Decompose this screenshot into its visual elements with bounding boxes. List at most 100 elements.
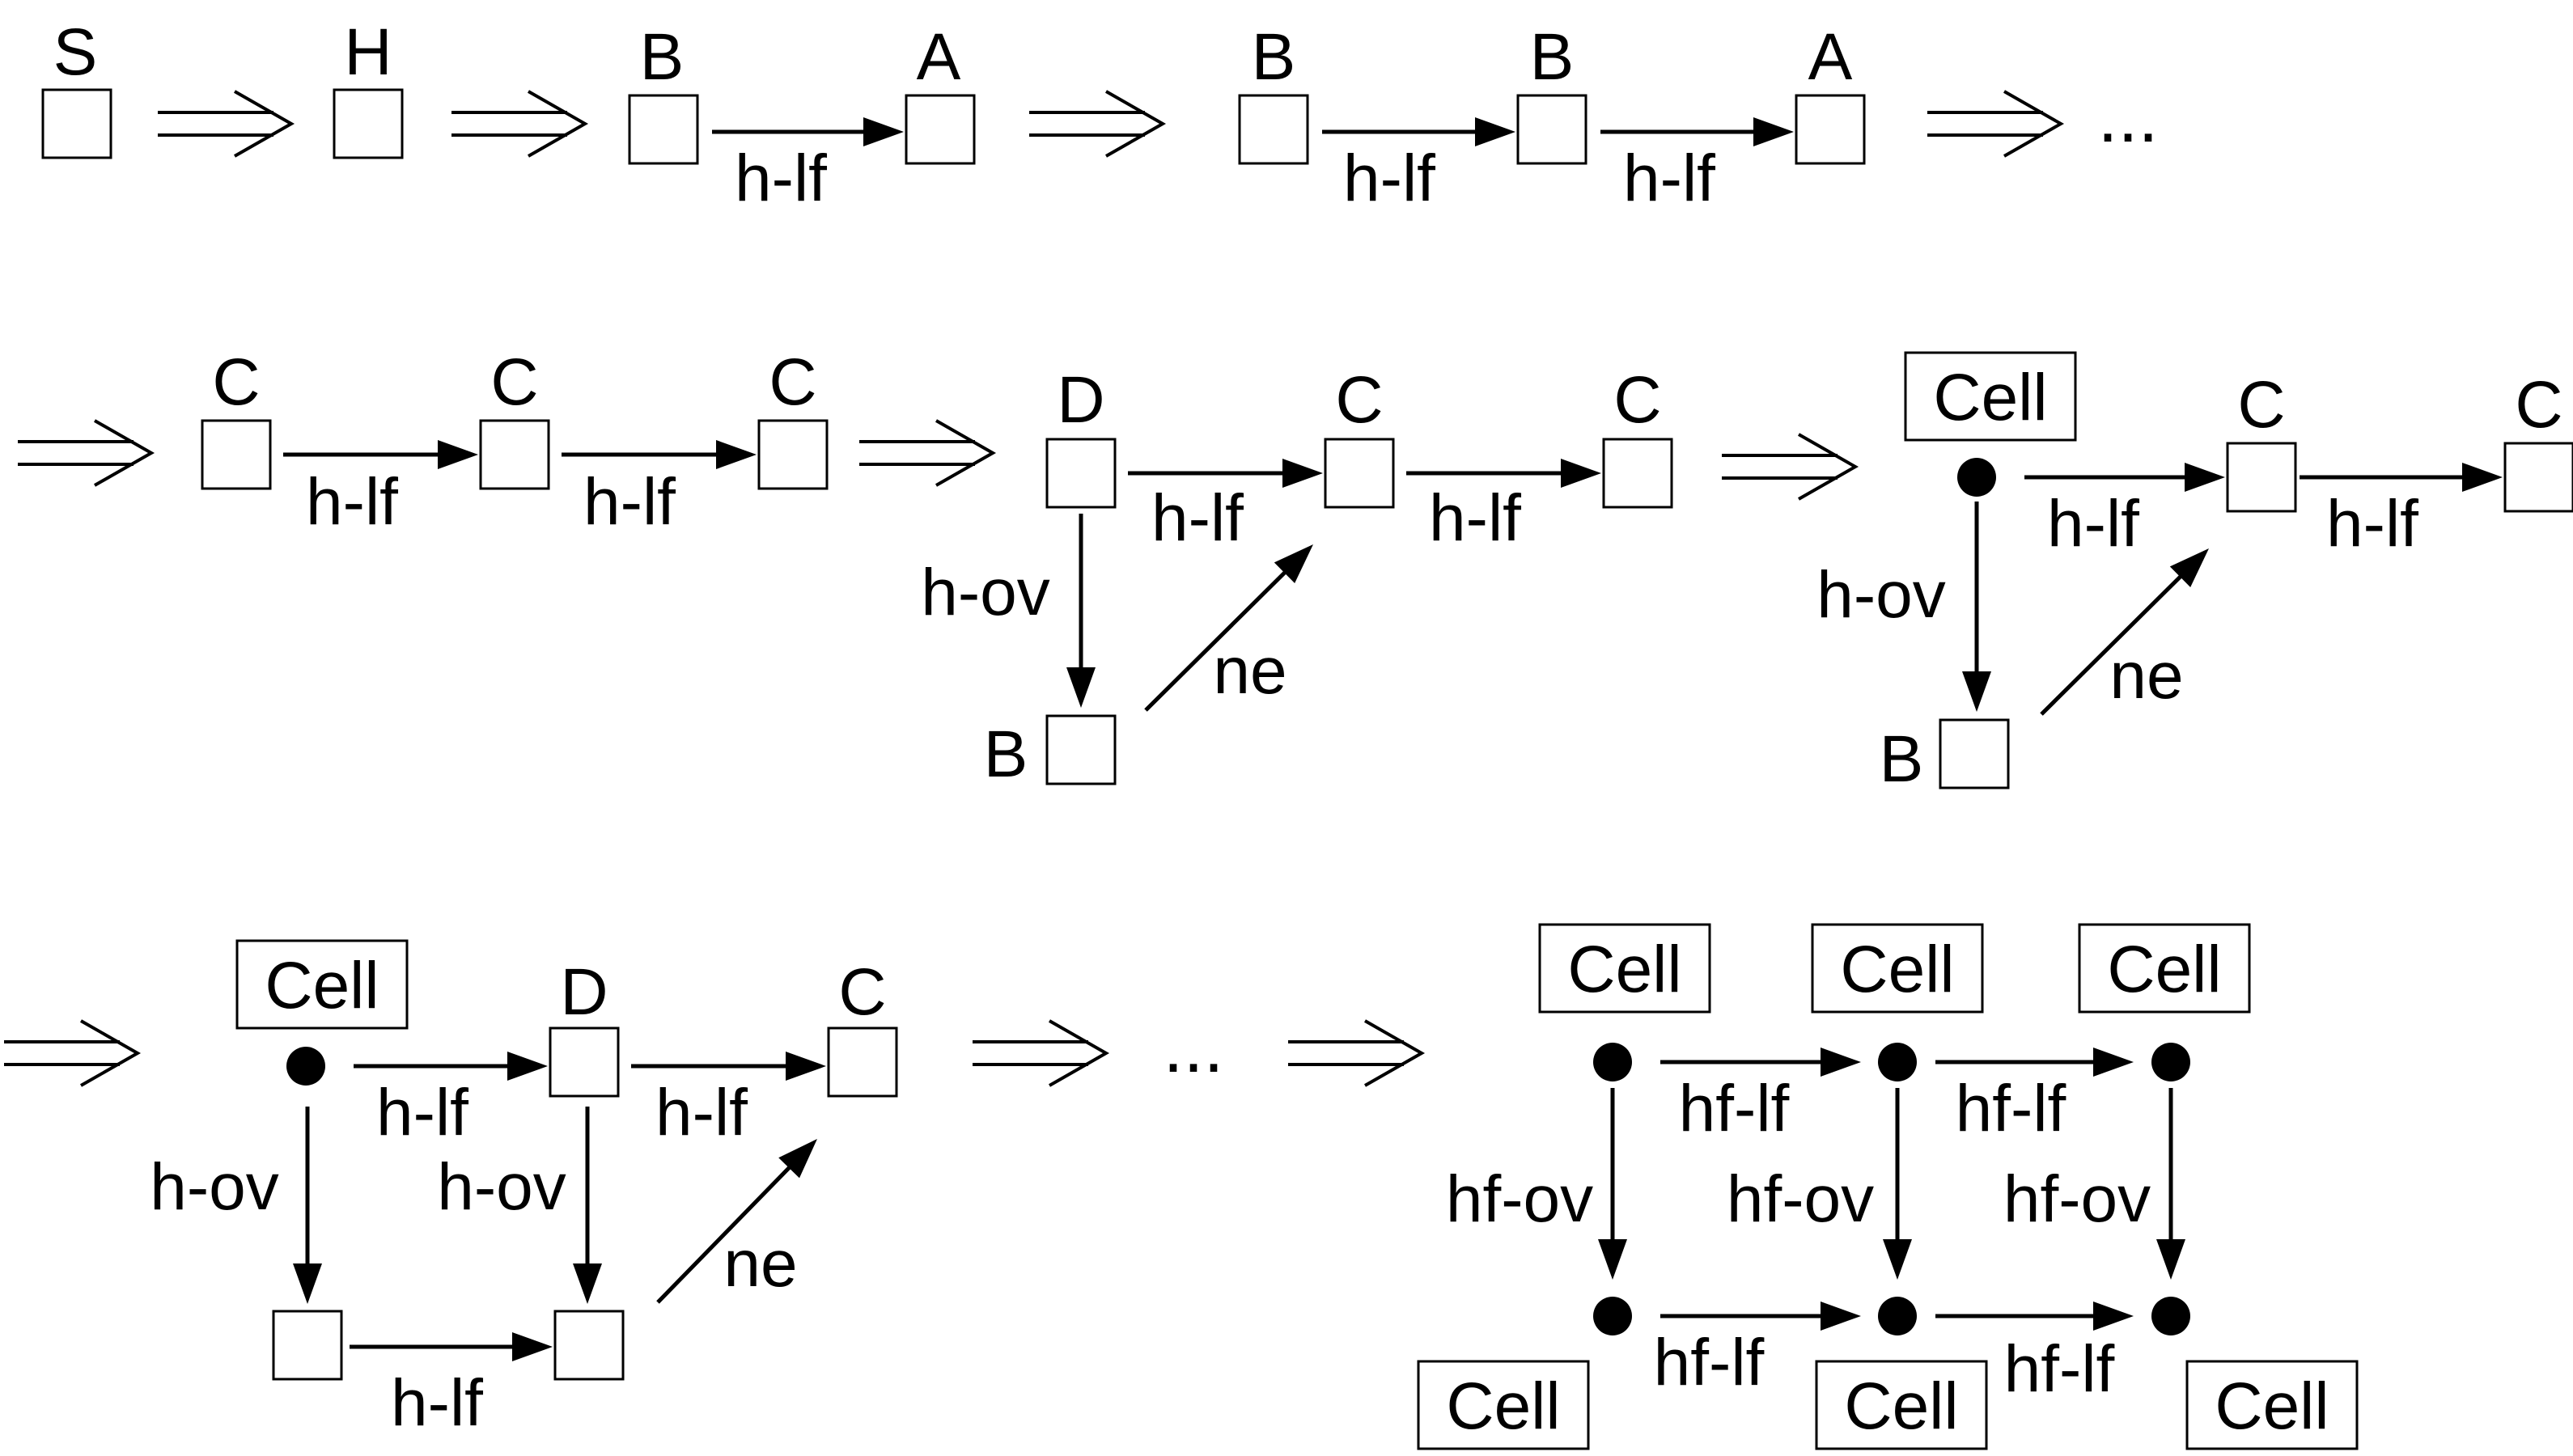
edge-h-lf-head — [2462, 463, 2503, 492]
node-box — [479, 419, 550, 490]
label: hf-lf — [1956, 1072, 2066, 1145]
edge-h-lf-head — [863, 117, 904, 146]
label: ne — [1213, 634, 1286, 708]
node-dot — [1593, 1043, 1632, 1081]
derivation-arrow — [4, 1019, 142, 1087]
edge-ne-head — [2169, 548, 2209, 587]
label: h-lf — [1623, 142, 1715, 215]
node-dot — [2151, 1297, 2190, 1335]
cell-label: Cell — [1446, 1369, 1560, 1443]
edge-ne — [1144, 569, 1287, 712]
node-dot — [1957, 458, 1996, 497]
label: B — [1252, 20, 1296, 94]
label: h-lf — [655, 1076, 748, 1149]
cell-label-box — [1811, 923, 1984, 1014]
edge-h-lf-head — [716, 440, 757, 469]
label: H — [344, 15, 392, 89]
label: B — [1530, 20, 1575, 94]
label: hf-ov — [1446, 1162, 1593, 1236]
label: A — [1808, 20, 1853, 94]
edge-hf-lf-head — [1821, 1048, 1861, 1077]
label: h-lf — [306, 465, 398, 539]
node-box — [1045, 438, 1117, 509]
ellipsis: ... — [1163, 1007, 1223, 1088]
node-box — [2503, 442, 2573, 513]
label: B — [1880, 722, 1924, 796]
label: B — [984, 717, 1028, 791]
label: hf-ov — [2003, 1162, 2151, 1236]
edge-h-ov-head — [1066, 667, 1096, 708]
edge-h-lf-head — [2185, 463, 2225, 492]
edge-hf-ov-head — [2156, 1239, 2185, 1280]
node-box — [41, 88, 112, 159]
derivation-arrow — [451, 90, 589, 158]
label: h-ov — [437, 1150, 566, 1224]
edge-h-lf-head — [786, 1052, 826, 1081]
edge-h-lf-head — [507, 1052, 548, 1081]
edge-h-ov-head — [1962, 671, 1991, 712]
label: C — [490, 345, 538, 419]
derivation-arrow — [859, 419, 997, 487]
edge-h-ov-head — [293, 1263, 322, 1304]
label: h-lf — [1343, 142, 1435, 215]
edge-ne — [2040, 574, 2183, 716]
label: h-lf — [2047, 487, 2139, 561]
edge-hf-lf-head — [2093, 1302, 2134, 1331]
label: ne — [723, 1227, 797, 1301]
label: A — [917, 20, 961, 94]
label: D — [1057, 363, 1104, 437]
node-box — [1516, 94, 1587, 165]
label: hf-lf — [2004, 1332, 2115, 1406]
derivation-arrow — [1722, 433, 1859, 501]
label: h-lf — [2326, 487, 2418, 561]
cell-label-box — [235, 939, 409, 1030]
cell-label-box — [2185, 1360, 2359, 1450]
node-dot — [1593, 1297, 1632, 1335]
node-box — [1045, 714, 1117, 785]
node-box — [1238, 94, 1309, 165]
derivation-arrow — [158, 90, 295, 158]
node-dot — [1878, 1043, 1917, 1081]
derivation-arrow — [1927, 90, 2065, 158]
edge-hf-lf-head — [2093, 1048, 2134, 1077]
node-box — [549, 1026, 620, 1098]
edge-h-lf-head — [438, 440, 478, 469]
label: B — [640, 20, 685, 94]
edge-h-lf-head — [1561, 459, 1601, 488]
cell-label-box — [1815, 1360, 1988, 1450]
label: h-lf — [583, 465, 676, 539]
label: hf-ov — [1727, 1162, 1874, 1236]
node-box — [553, 1310, 625, 1381]
edge-h-lf-head — [1475, 117, 1515, 146]
label: C — [2515, 368, 2562, 442]
edge-hf-lf-head — [1821, 1302, 1861, 1331]
label: C — [2237, 368, 2285, 442]
cell-label: Cell — [1844, 1369, 1958, 1443]
cell-label: Cell — [1840, 933, 1954, 1006]
derivation-arrow — [1029, 90, 1167, 158]
cell-label: Cell — [1933, 361, 2047, 434]
node-box — [1602, 438, 1673, 509]
label: h-ov — [150, 1150, 279, 1224]
label: C — [1335, 363, 1383, 437]
node-box — [628, 94, 699, 165]
label: h-lf — [1429, 481, 1521, 555]
label: C — [1613, 363, 1661, 437]
derivation-arrow — [18, 419, 155, 487]
cell-label-box — [1538, 923, 1711, 1014]
edge-ne-head — [778, 1139, 817, 1179]
node-box — [2226, 442, 2297, 513]
label: hf-lf — [1654, 1326, 1765, 1399]
cell-label: Cell — [265, 949, 379, 1022]
label: hf-lf — [1679, 1072, 1790, 1145]
edge-hf-ov-head — [1598, 1239, 1627, 1280]
label: C — [769, 345, 816, 419]
label: C — [838, 955, 886, 1029]
label: h-ov — [921, 556, 1050, 629]
cell-label-box — [1904, 351, 2077, 442]
cell-label-box — [2078, 923, 2251, 1014]
label: h-lf — [376, 1076, 468, 1149]
node-box — [757, 419, 829, 490]
node-box — [905, 94, 976, 165]
